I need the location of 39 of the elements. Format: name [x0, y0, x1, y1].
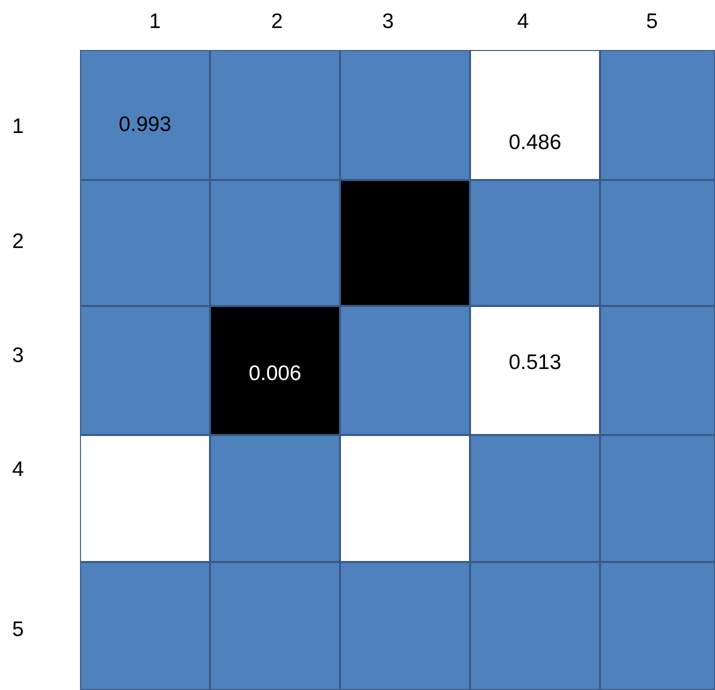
- grid-cell: [80, 50, 210, 180]
- grid-cell: [470, 180, 600, 306]
- grid-cell: [80, 306, 210, 435]
- row-number: 5: [12, 618, 24, 642]
- grid-cell: [80, 562, 210, 690]
- row-number: 2: [12, 230, 24, 254]
- grid-cell: [600, 435, 715, 562]
- grid-cell: [210, 306, 340, 435]
- grid-cell: [340, 180, 470, 306]
- grid-cell: [210, 50, 340, 180]
- column-number: 5: [646, 10, 658, 34]
- grid-cell: [210, 180, 340, 306]
- grid-cell: [470, 435, 600, 562]
- cell-value: 0.513: [508, 351, 562, 375]
- grid-cell: [210, 562, 340, 690]
- grid-cell: [340, 435, 470, 562]
- cell-value: 0.006: [248, 362, 302, 386]
- column-number: 3: [382, 10, 394, 34]
- grid-cell: [600, 50, 715, 180]
- grid-cell: [340, 50, 470, 180]
- cell-value: 0.486: [508, 131, 562, 155]
- grid-cell: [340, 306, 470, 435]
- grid-cell: [470, 306, 600, 435]
- row-number: 3: [12, 344, 24, 368]
- grid-cell: [600, 306, 715, 435]
- grid-cell: [340, 562, 470, 690]
- cell-value: 0.993: [118, 113, 172, 137]
- column-number: 2: [271, 10, 283, 34]
- grid-cell: [80, 180, 210, 306]
- column-number: 4: [517, 10, 529, 34]
- grid-cell: [600, 562, 715, 690]
- column-number: 1: [149, 10, 161, 34]
- grid-cell: [470, 50, 600, 180]
- grid-cell: [600, 180, 715, 306]
- grid-cell: [80, 435, 210, 562]
- row-number: 1: [12, 115, 24, 139]
- grid-cell: [470, 562, 600, 690]
- grid-cell: [210, 435, 340, 562]
- row-number: 4: [12, 458, 24, 482]
